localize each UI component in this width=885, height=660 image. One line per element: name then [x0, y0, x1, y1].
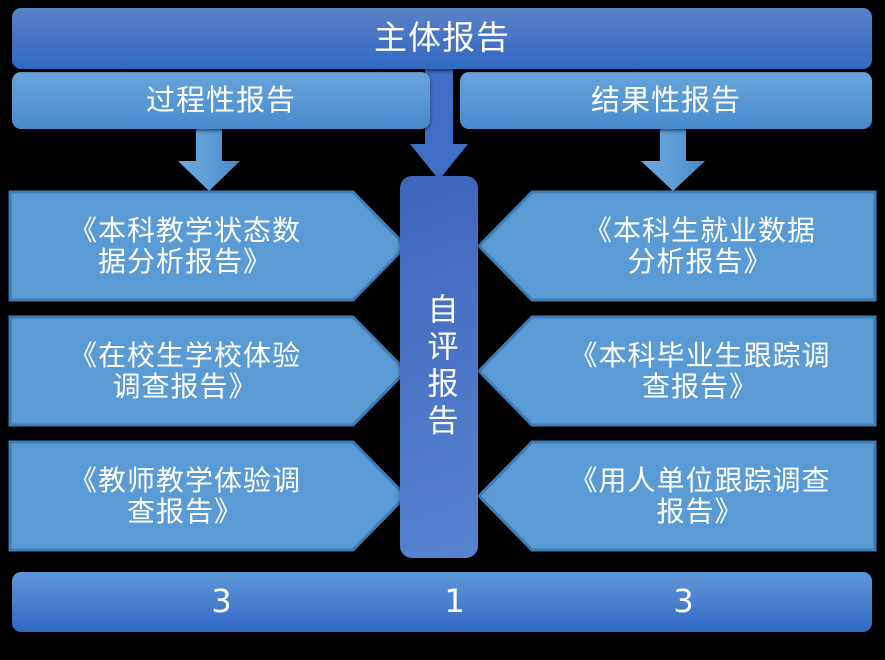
self-evaluation-report-column: 自评报告 [400, 176, 478, 558]
main-report-bar: 主体报告 [12, 8, 872, 69]
outcome-report-bar: 结果性报告 [460, 72, 872, 129]
arrow-down-right-icon [639, 126, 707, 192]
counts-bar: 3 1 3 [12, 572, 872, 632]
process-report-label: 过程性报告 [145, 83, 296, 118]
count-left: 3 [211, 582, 233, 621]
chevron-left-report-1[interactable]: 《本科教学状态数 据分析报告》 [8, 188, 408, 304]
arrow-down-center-icon [408, 60, 470, 182]
count-right: 3 [673, 582, 695, 621]
chevron-left-report-3[interactable]: 《教师教学体验调 查报告》 [8, 438, 408, 554]
chevron-right-report-3[interactable]: 《用人单位跟踪调查 报告》 [477, 438, 877, 554]
outcome-report-label: 结果性报告 [590, 83, 741, 118]
chevron-left-report-2[interactable]: 《在校生学校体验 调查报告》 [8, 313, 408, 429]
arrow-down-left-icon [176, 126, 242, 192]
process-report-bar: 过程性报告 [12, 72, 430, 129]
chevron-right-report-1[interactable]: 《本科生就业数据 分析报告》 [477, 188, 877, 304]
chevron-right-report-2[interactable]: 《本科毕业生跟踪调 查报告》 [477, 313, 877, 429]
self-evaluation-report-label: 自评报告 [421, 293, 458, 441]
main-report-title: 主体报告 [374, 18, 510, 58]
count-center: 1 [444, 582, 466, 621]
